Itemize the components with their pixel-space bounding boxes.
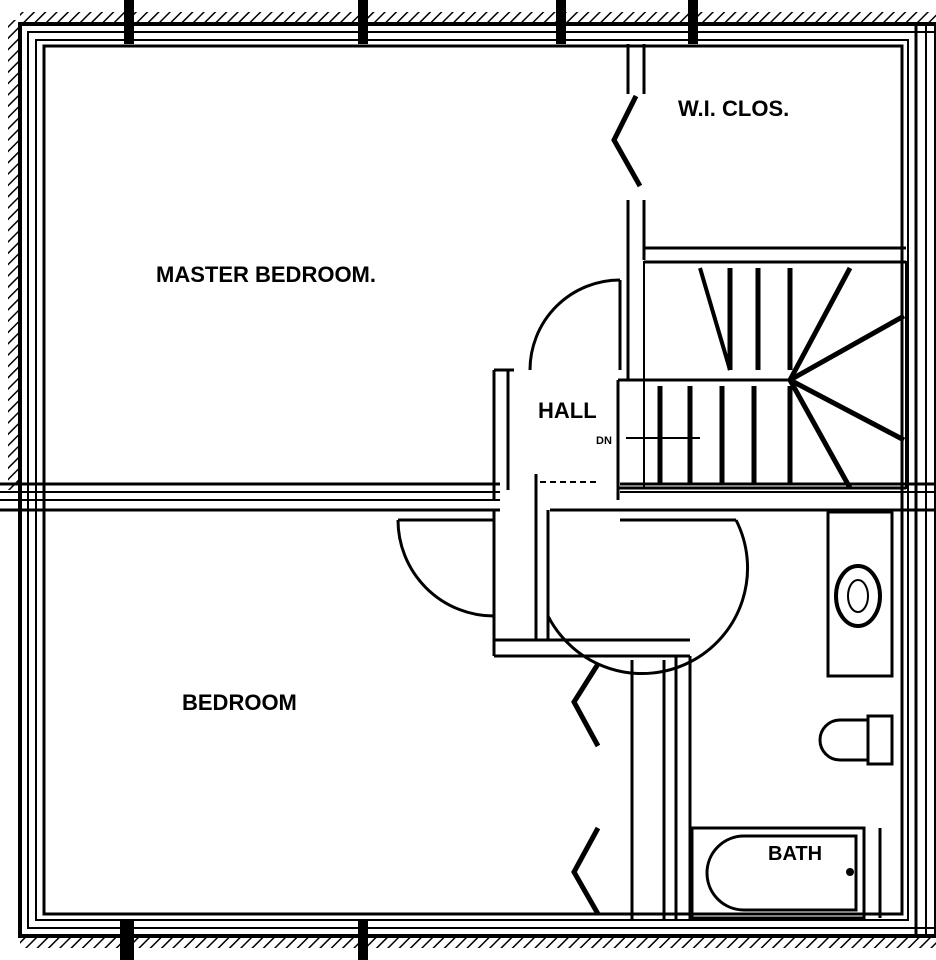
sink: [834, 564, 882, 628]
label-master-bedroom: MASTER BEDROOM.: [156, 262, 376, 287]
closet-bifold-door: [611, 94, 643, 188]
wall-marker: [120, 920, 134, 960]
bottom-wall-hatch: [20, 936, 936, 948]
middle-partition: [0, 482, 936, 512]
wall-marker: [358, 920, 368, 960]
bath-fixtures: [690, 510, 894, 920]
stairs: [616, 261, 907, 500]
bath-door-swing: [546, 519, 750, 676]
top-wall-hatch: [20, 12, 936, 24]
wall-marker: [124, 0, 134, 44]
bedroom-closet-door-upper: [571, 662, 601, 748]
left-wall-hatch: [8, 20, 20, 490]
wall-marker: [688, 0, 698, 44]
outer-wall-inner-line-1: [27, 31, 936, 929]
label-stair-dn: DN: [596, 435, 612, 447]
master-door-swing: [528, 278, 621, 371]
outer-wall-inner-line-2: [35, 39, 909, 921]
label-bath: BATH: [768, 843, 822, 865]
label-wi-closet: W.I. CLOS.: [678, 96, 789, 121]
bathtub: [690, 826, 866, 920]
label-bedroom: BEDROOM: [182, 690, 297, 715]
tub-drain: [846, 868, 854, 876]
bedroom-closet-door-lower: [571, 826, 601, 916]
toilet: [818, 718, 870, 762]
toilet-tank: [866, 714, 894, 766]
hall: [396, 278, 750, 676]
wall-marker: [358, 0, 368, 44]
bathtub-basin: [705, 834, 858, 912]
bedroom-closet: [571, 656, 692, 920]
vanity: [826, 510, 894, 678]
bedroom-door-swing: [396, 519, 495, 618]
outer-wall: [18, 22, 936, 938]
label-hall: HALL: [538, 398, 597, 423]
exterior-walls: [8, 0, 936, 960]
wall-marker: [556, 0, 566, 44]
outer-wall-inner-line-3: [42, 44, 904, 916]
